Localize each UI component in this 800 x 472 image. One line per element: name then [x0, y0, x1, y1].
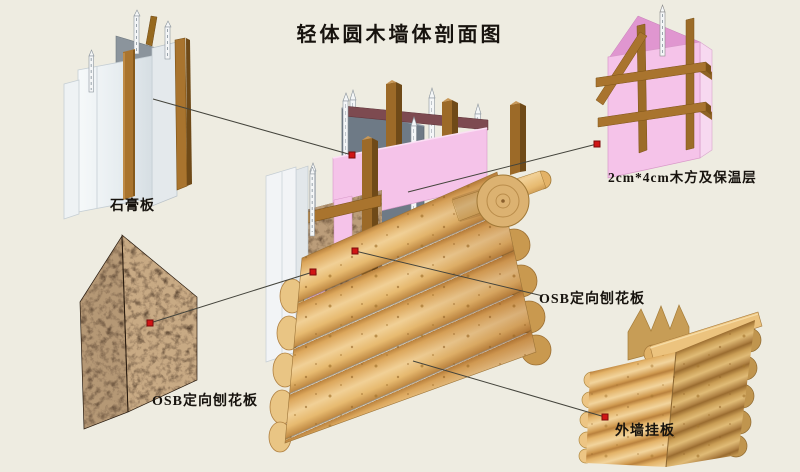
red-marker [146, 319, 154, 327]
insulation-panel-illustration [595, 4, 713, 179]
leader-line [354, 250, 544, 297]
red-marker [601, 413, 609, 421]
red-marker [351, 247, 359, 255]
siding-illustration [578, 304, 763, 468]
red-marker [593, 140, 601, 148]
furring-channel-icon [133, 9, 172, 60]
red-marker [348, 151, 356, 159]
callout-label-osb-right: OSB定向刨花板 [539, 292, 646, 307]
leader-line [149, 271, 314, 324]
leader-lines [149, 98, 606, 418]
callout-label-exterior-siding: 外墙挂板 [615, 424, 675, 439]
markers [146, 140, 609, 421]
diagram-title: 轻体圆木墙体剖面图 [296, 24, 504, 46]
callout-label-wood-insulation: 2cm*4cm木方及保温层 [608, 170, 757, 185]
log-wall-illustration [268, 170, 552, 453]
red-marker [309, 268, 317, 276]
callout-label-osb-left: OSB定向刨花板 [152, 394, 259, 409]
callout-label-gypsum-board: 石膏板 [110, 199, 155, 214]
leader-line [412, 360, 606, 418]
leader-line [407, 143, 598, 193]
gypsum-board-illustration [63, 9, 192, 220]
leader-line [152, 98, 353, 156]
wall-assembly-illustration [265, 80, 552, 453]
